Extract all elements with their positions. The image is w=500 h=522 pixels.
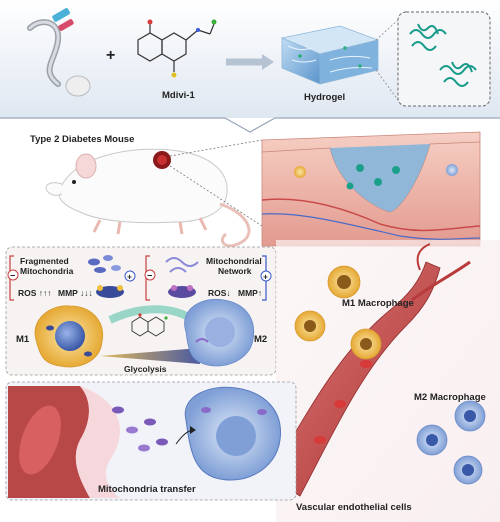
m2-cell-icon [184, 298, 255, 367]
m2-macrophage-cluster [416, 400, 486, 485]
m1-macrophage-cluster [294, 265, 382, 360]
glycolysis-gradient [100, 348, 200, 364]
network-line1: Mitochondrial [206, 256, 262, 266]
recipient-m2-cell-icon [184, 386, 281, 481]
top-band-divider [0, 117, 500, 133]
plus-badge [124, 270, 136, 282]
mouse-label: Type 2 Diabetes Mouse [30, 134, 134, 145]
transfer-arrow-head-icon [190, 426, 196, 434]
m1-to-m2-arrow-icon [108, 305, 193, 324]
minus-sign: − [10, 271, 15, 281]
minus-badge [7, 269, 19, 281]
endothelial-cell-icon [8, 386, 120, 498]
m2-label: M2 [254, 334, 267, 345]
drp1-complex-icon [96, 285, 124, 298]
ros-left: ROS ↑↑↑ [18, 288, 52, 298]
dressing-device-icon [27, 8, 91, 97]
mouse-icon [45, 148, 251, 248]
glycolysis-label: Glycolysis [124, 364, 167, 374]
mmp-left: MMP ↓↓↓ [58, 288, 93, 298]
wound-connector [169, 139, 263, 157]
plus-sign-right: + [263, 272, 268, 282]
mito-network-icon [165, 257, 199, 273]
hydrogel-label: Hydrogel [304, 92, 345, 103]
drug-label: Mdivi-1 [162, 90, 195, 101]
protein-inset [397, 11, 491, 107]
protein-structure-icon [409, 23, 477, 87]
minus-badge-right [144, 269, 156, 281]
mdivi1-molecule-icon [137, 19, 217, 78]
ros-right: ROS↓ [208, 288, 231, 298]
m2-macrophage-label: M2 Macrophage [414, 392, 486, 403]
m1-cell-icon [34, 305, 104, 368]
transfer-label: Mitochondria transfer [98, 484, 196, 495]
mdivi1-small-icon [131, 313, 168, 337]
arrow-head-icon [262, 54, 274, 70]
inset-connector [375, 19, 399, 41]
plus-sign-left: + [127, 272, 132, 282]
m1-macrophage-label: M1 Macrophage [342, 298, 414, 309]
fragmented-line1: Fragmented [20, 256, 69, 266]
network-line2: Network [218, 266, 252, 276]
hydrogel-block-icon [280, 25, 380, 85]
transfer-mito-icons [112, 406, 168, 452]
wound-cross-section [261, 131, 481, 247]
fragmented-mito-icon [88, 255, 121, 273]
minus-sign-right: − [147, 271, 152, 281]
fusion-complex-icon [168, 285, 196, 298]
plus-badge-right [260, 270, 272, 282]
fragmented-line2: Mitochondria [20, 266, 74, 276]
plus-sign: + [106, 47, 115, 64]
vessel-label: Vascular endothelial cells [296, 502, 412, 513]
mmp-right: MMP↑ [238, 288, 262, 298]
blood-vessel-icon [267, 243, 471, 497]
m1-label: M1 [16, 334, 30, 345]
